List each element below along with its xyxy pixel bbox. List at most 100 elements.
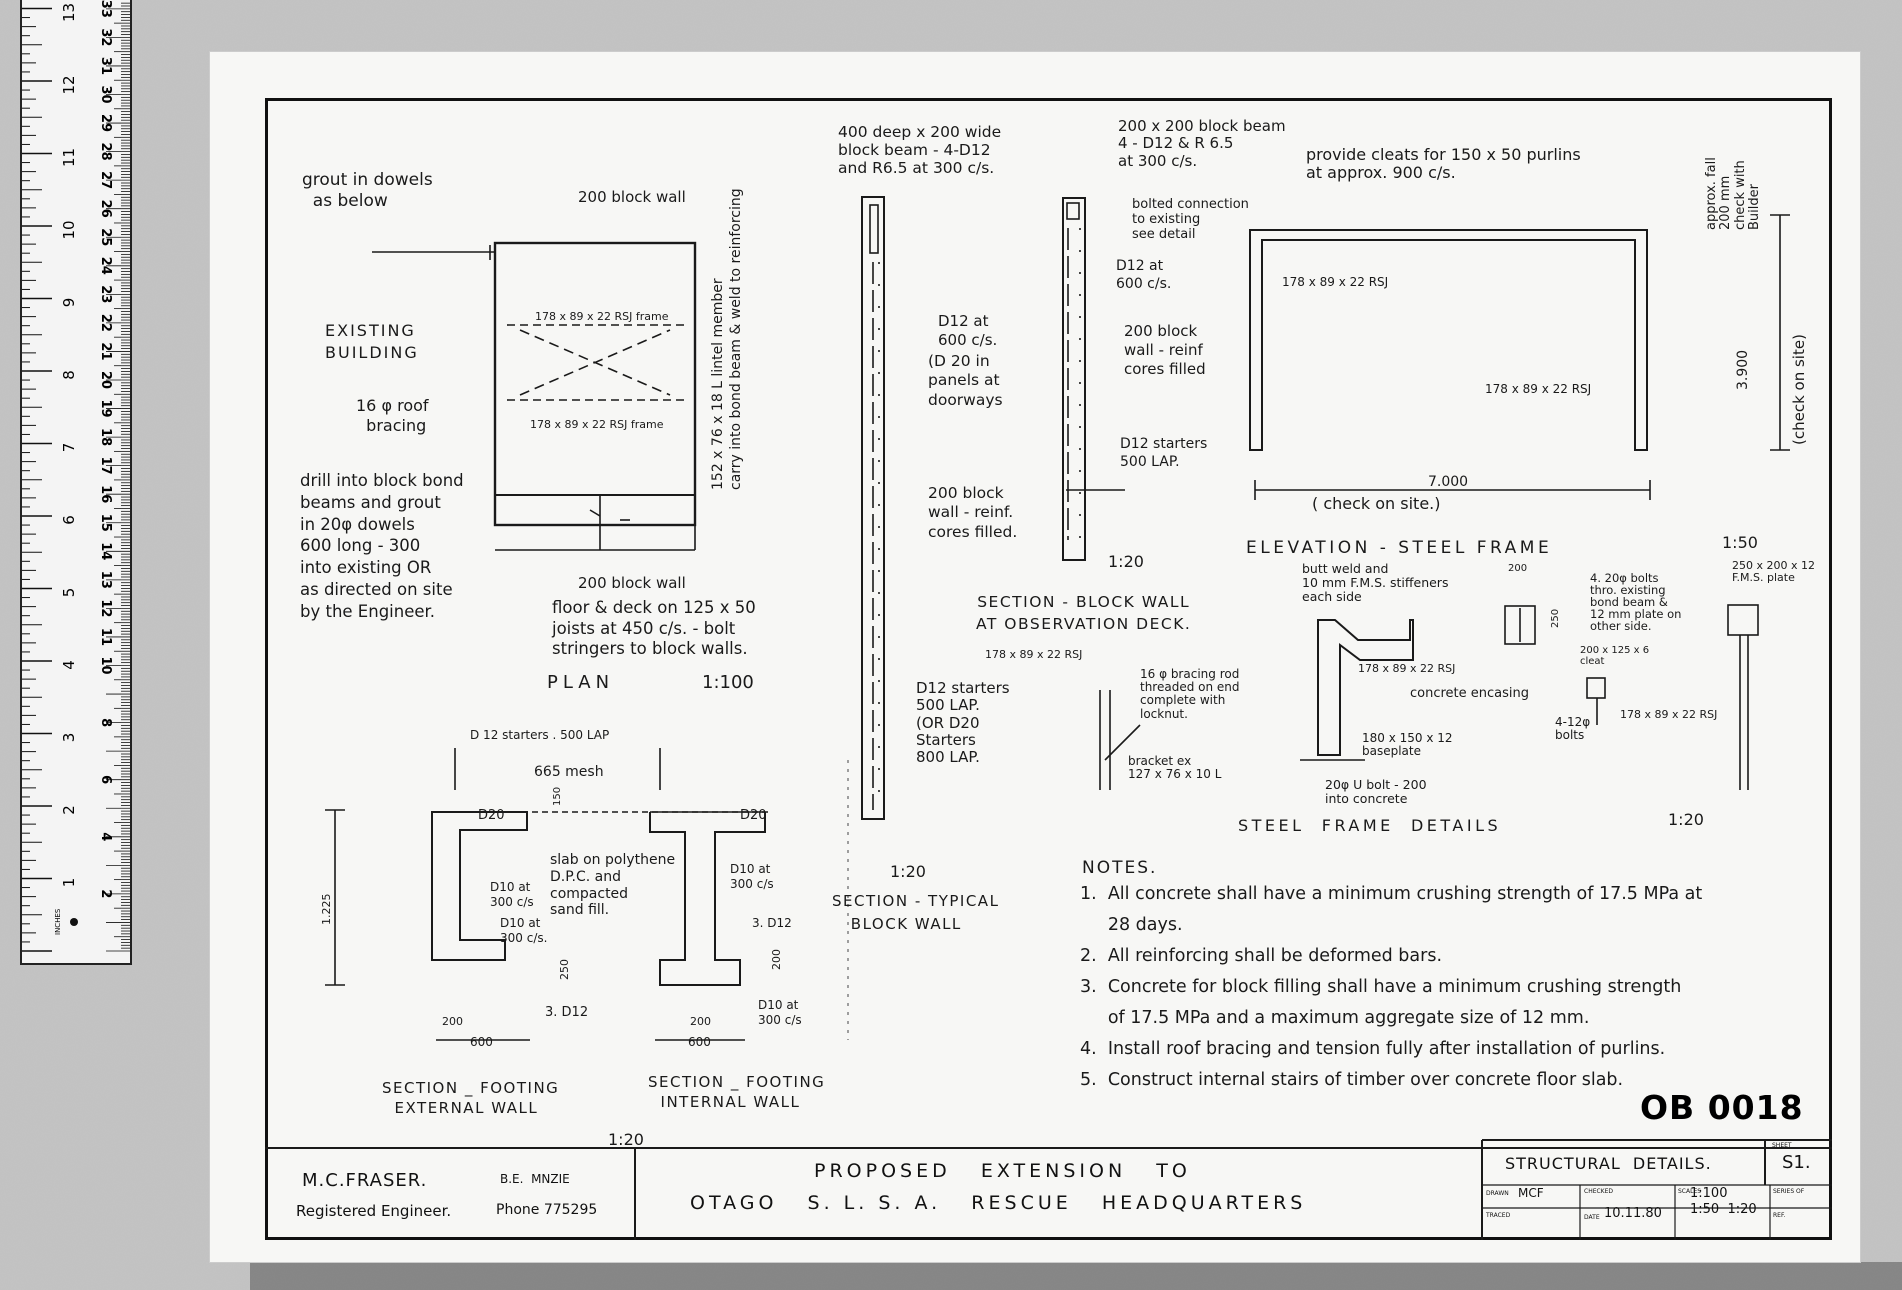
ruler-cm-label: 30 (98, 85, 113, 103)
ruler-inch-label: 12 (60, 75, 78, 94)
ruler-cm-label: 19 (98, 400, 113, 418)
footing-note-d10-int-b: D10 at 300 c/s (758, 998, 802, 1027)
steel-detail-bracket: bracket ex 127 x 76 x 10 L (1128, 754, 1222, 782)
ruler-cm-label: 26 (98, 200, 113, 218)
footing-note-slab: slab on polythene D.P.C. and compacted s… (550, 852, 676, 919)
plan-note-floor-deck: floor & deck on 125 x 50 joists at 450 c… (552, 598, 756, 659)
typical-wall-scale: 1:20 (890, 862, 926, 881)
elevation-title: ELEVATION - STEEL FRAME (1246, 538, 1553, 558)
footing-note-200-int-w: 200 (690, 1015, 711, 1028)
elevation-width-check: ( check on site.) (1312, 494, 1441, 513)
sheet-label: SHEET (1772, 1142, 1792, 1149)
ruler-inch-label: 4 (60, 660, 78, 670)
elevation-scale: 1:50 (1722, 533, 1758, 552)
ruler-cm-label: 32 (98, 28, 113, 46)
plan-note-block-wall: 200 block wall (578, 188, 686, 206)
steel-detail-bolts: 4. 20φ bolts thro. existing bond beam & … (1590, 571, 1682, 634)
engineer-name: M.C.FRASER. (302, 1170, 428, 1191)
elevation-rsj-right: 178 x 89 x 22 RSJ (1485, 382, 1592, 396)
ruler-cm-label: 8 (98, 718, 113, 727)
steel-details-scale: 1:20 (1668, 810, 1704, 829)
steel-detail-plate: 250 x 200 x 12 F.M.S. plate (1732, 559, 1815, 585)
drawing-border (265, 98, 1832, 1240)
ruler-inch-label: 11 (60, 148, 78, 167)
note-line: 28 days. (1080, 915, 1183, 935)
typical-wall-title: SECTION - TYPICAL BLOCK WALL (832, 892, 1000, 934)
ruler-cm-label: 4 (98, 832, 113, 841)
steel-detail-encasing: concrete encasing (1410, 686, 1529, 701)
plan-note-dowels: drill into block bond beams and grout in… (300, 471, 464, 621)
plan-note-block-wall-lower: 200 block wall (578, 574, 686, 592)
drawn-by: MCF (1518, 1186, 1544, 1200)
steel-detail-200: 200 (1508, 563, 1528, 574)
obs-deck-d12-note: D12 at 600 c/s. (1116, 258, 1172, 292)
footing-int-title: SECTION _ FOOTING INTERNAL WALL (648, 1073, 826, 1112)
obs-deck-wall-section (1062, 197, 1125, 561)
steel-detail-4-bolts: 4-12φ bolts (1555, 715, 1591, 743)
steel-detail-rsj-c: 178 x 89 x 22 RSJ (1620, 708, 1718, 721)
elevation-height: 3.900 (1735, 349, 1751, 390)
ruler-inch-label: 9 (60, 298, 78, 308)
plan-existing-building: EXISTING BUILDING (325, 321, 419, 363)
ruler-cm-label: 27 (98, 171, 113, 189)
drawing-sheet (210, 52, 1860, 1262)
footing-note-200-ext: 200 (442, 1015, 463, 1028)
drawing-number-stamp: OB 0018 (1640, 1088, 1804, 1127)
footing-note-150: 150 (552, 786, 563, 806)
obs-deck-scale: 1:20 (1108, 552, 1144, 571)
ruler-inch-label: 6 (60, 515, 78, 525)
plan-scale: 1:100 (702, 672, 754, 693)
sheet-title: STRUCTURAL DETAILS. (1505, 1154, 1712, 1173)
ruler-cm-label: 25 (98, 228, 113, 246)
steel-detail-cleat: 200 x 125 x 6 cleat (1580, 645, 1650, 667)
scales-label: SCALES (1678, 1188, 1702, 1195)
typical-wall-starters-note: D12 starters 500 LAP. (OR D20 Starters 8… (916, 679, 1010, 766)
footing-note-d20-ext: D20 (478, 808, 505, 823)
ruler-ticks: 1312111098765432124681011121314151617181… (22, 0, 130, 952)
traced-label: TRACED (1486, 1212, 1511, 1219)
footing-sections (325, 748, 849, 1041)
ruler-cm-label: 22 (98, 314, 113, 332)
note-line: 3. Concrete for block filling shall have… (1080, 977, 1682, 997)
note-line: 4. Install roof bracing and tension full… (1080, 1039, 1666, 1059)
footing-scale: 1:20 (608, 1130, 644, 1149)
title-block-lines (265, 1139, 1832, 1240)
steel-frame-elevation (1249, 214, 1790, 500)
ruler-cm-label: 33 (98, 0, 113, 18)
typical-wall-d20-note: (D 20 in panels at doorways (928, 352, 1003, 409)
ruler-inch-label: 8 (60, 370, 78, 380)
steel-detail-250: 250 (1550, 608, 1561, 628)
footing-note-d10-int-a: D10 at 300 c/s (730, 862, 774, 891)
ruler-cm-label: 20 (98, 371, 113, 389)
footing-note-1225: 1.225 (320, 893, 333, 926)
series-label: SERIES OF (1773, 1188, 1805, 1195)
obs-deck-title: SECTION - BLOCK WALL AT OBSERVATION DECK… (976, 593, 1192, 633)
ruler-cm-label: 16 (98, 485, 113, 503)
ruler-cm-label: 28 (98, 143, 113, 161)
ruler-cm-label: 21 (98, 342, 113, 360)
drawing-scales: 1:100 1:50 1:20 (1690, 1186, 1757, 1218)
drawn-label: DRAWN (1486, 1190, 1509, 1197)
drawing-date: 10.11.80 (1604, 1206, 1662, 1221)
ruler-inch-label: 3 (60, 733, 78, 743)
ruler-cm-label: 14 (98, 542, 113, 560)
engineer-qualifications: B.E. MNZIE (500, 1172, 570, 1186)
steel-detail-baseplate: 180 x 150 x 12 baseplate (1362, 731, 1453, 759)
steel-detail-u-bolt: 20φ U bolt - 200 into concrete (1325, 777, 1427, 807)
footing-note-3d12-int: 3. D12 (752, 916, 792, 930)
typical-wall-beam-note: 400 deep x 200 wide block beam - 4-D12 a… (838, 123, 1002, 177)
plan-note-roof-bracing: 16 φ roof bracing (356, 396, 429, 435)
steel-details-sketches (1099, 604, 1759, 790)
engineer-registered: Registered Engineer. (296, 1202, 452, 1220)
plan-note-lintel: 152 x 76 x 18 L lintel member carry into… (710, 188, 744, 490)
ruler-inch-label: 10 (60, 220, 78, 239)
ruler-unit-label: INCHES (54, 908, 62, 935)
ruler-cm-label: 6 (98, 775, 113, 784)
ruler-cm-label: 17 (98, 457, 113, 475)
plan-note-rsj-bottom: 178 x 89 x 22 RSJ frame (530, 418, 664, 431)
sheet-number: S1. (1782, 1152, 1811, 1173)
ruler-inch-label: 7 (60, 443, 78, 453)
plan-note-rsj-top: 178 x 89 x 22 RSJ frame (535, 310, 669, 323)
